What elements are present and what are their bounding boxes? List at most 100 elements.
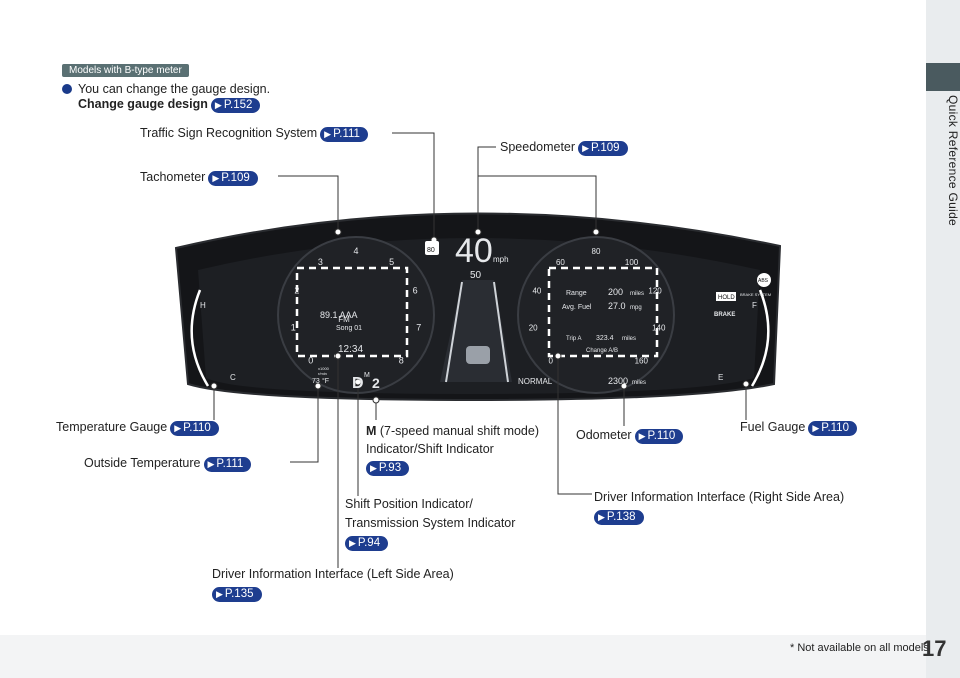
tach-unit1: x1000	[318, 366, 330, 371]
radio-freq: 89.1 AAA	[320, 310, 358, 320]
dial-tick-label: 3	[318, 257, 323, 267]
sidebar-label: Quick Reference Guide	[946, 95, 960, 227]
leader-dot	[742, 380, 750, 388]
arrow-icon: ▶	[370, 463, 377, 473]
dial-tick-label: 100	[625, 258, 639, 267]
leader-traffic-sign	[392, 132, 435, 238]
hold-text: HOLD	[718, 295, 735, 301]
label-dii-right: Driver Information Interface (Right Side…	[594, 490, 845, 525]
arrow-icon: ▶	[216, 589, 223, 599]
dial-tick-label: 60	[556, 258, 565, 267]
arrow-icon: ▶	[582, 143, 589, 153]
sidebar-tab	[926, 63, 960, 91]
arrow-icon: ▶	[349, 538, 356, 548]
footer-bar	[0, 635, 926, 678]
trip-label: Trip A	[566, 336, 581, 342]
tach-unit2: r/min	[318, 371, 327, 376]
leader-dot	[372, 396, 380, 404]
page-ref-badge[interactable]: ▶P.135	[212, 587, 262, 602]
dial-tick-label: 8	[399, 355, 404, 365]
speed-unit: mph	[493, 255, 509, 264]
page-ref-badge[interactable]: ▶P.110	[634, 429, 684, 444]
leader-dot	[314, 382, 322, 390]
gear-letter: D	[352, 375, 364, 392]
intro-line: You can change the gauge design.	[62, 82, 270, 96]
gear-number: 2	[372, 375, 380, 391]
abs-text: ABS	[758, 278, 769, 284]
page-ref-badge[interactable]: ▶P.110	[808, 421, 857, 436]
temp-unit: °F	[322, 377, 329, 385]
fuel-gauge-arc	[750, 289, 770, 387]
arrow-icon: ▶	[214, 100, 222, 110]
radio-song: Song 01	[336, 325, 362, 332]
outside-temp: 73	[312, 378, 320, 385]
models-badge: Models with B-type meter	[62, 64, 189, 77]
dial-tick-label: 120	[648, 287, 662, 296]
dial-tick-label: 5	[389, 257, 394, 267]
dial-tick-label: 20	[529, 324, 538, 333]
dii-left-box	[295, 266, 409, 358]
odo-value: 2300	[608, 376, 628, 386]
car-icon	[466, 346, 490, 364]
page-number: 17	[922, 636, 947, 661]
page-ref-badge[interactable]: ▶P.138	[594, 510, 644, 525]
speed-readout: 40	[455, 232, 493, 270]
speedometer-dial	[517, 236, 675, 394]
arrow-icon: ▶	[174, 423, 182, 433]
leader-dot	[554, 352, 562, 360]
arrow-icon: ▶	[207, 459, 215, 469]
clock: 12:34	[338, 344, 363, 355]
avg-fuel-value: 27.0	[608, 301, 626, 311]
dial-tick-label: 2	[294, 286, 299, 296]
dial-tick-label: 0	[548, 356, 553, 365]
hold-badge	[716, 292, 736, 301]
arrow-icon: ▶	[212, 173, 220, 183]
drive-mode: NORMAL	[518, 377, 553, 386]
page-ref-badge[interactable]: ▶P.93	[366, 461, 410, 476]
radio-band: FM	[338, 315, 350, 324]
leader-dot	[474, 228, 482, 236]
dial-tick-label: 40	[532, 287, 541, 296]
page-ref-badge[interactable]: ▶P.152	[210, 98, 261, 113]
brake-system-text: BRAKE SYSTEM	[740, 292, 771, 297]
footnote: * Not available on all models	[790, 642, 929, 654]
label-fuel-gauge: Fuel Gauge▶P.110	[740, 420, 857, 436]
label-m-indicator: M (7-speed manual shift mode) Indicator/…	[366, 424, 540, 476]
avg-fuel-label: Avg. Fuel	[562, 304, 592, 311]
page-ref-badge[interactable]: ▶P.109	[578, 141, 628, 156]
lane-line-right	[493, 281, 509, 383]
sign-speed: 80	[427, 247, 435, 254]
leader-dot	[210, 382, 218, 390]
arrow-icon: ▶	[324, 129, 332, 139]
label-outside-temperature: Outside Temperature▶P.111	[84, 456, 252, 472]
acc-speed: 50	[470, 270, 482, 281]
trip-unit: miles	[622, 336, 636, 342]
leader-speedometer	[477, 146, 496, 232]
label-dii-left: Driver Information Interface (Left Side …	[212, 567, 454, 602]
fuel-e: E	[718, 373, 723, 382]
change-gauge-link[interactable]: Change gauge design▶P.152	[78, 97, 261, 113]
page-ref-badge[interactable]: ▶P.110	[170, 421, 219, 436]
leader-dot	[620, 382, 628, 390]
page-ref-badge[interactable]: ▶P.109	[208, 171, 258, 186]
dial-tick-label: 1	[291, 323, 296, 333]
leader-dot	[592, 228, 600, 236]
range-unit: miles	[630, 291, 644, 297]
arrow-icon: ▶	[638, 431, 646, 441]
trip-value: 323.4	[596, 335, 614, 342]
label-temperature-gauge: Temperature Gauge▶P.110	[56, 420, 219, 436]
trip-action: Change A/B	[586, 348, 618, 354]
dii-right-box	[547, 266, 659, 358]
range-value: 200	[608, 287, 623, 297]
dial-tick-label: 7	[416, 323, 421, 333]
page-ref-badge[interactable]: ▶P.111	[320, 127, 368, 142]
page-ref-badge[interactable]: ▶P.111	[203, 457, 252, 472]
page-ref-badge[interactable]: ▶P.94	[345, 536, 389, 551]
gear-m: M	[364, 372, 370, 379]
lane-line-left	[445, 281, 463, 383]
arrow-icon: ▶	[812, 423, 820, 433]
dial-tick-label: 0	[308, 355, 313, 365]
leader-speedometer-2	[478, 175, 597, 232]
label-shift-position: Shift Position Indicator/ Transmission S…	[345, 497, 516, 551]
